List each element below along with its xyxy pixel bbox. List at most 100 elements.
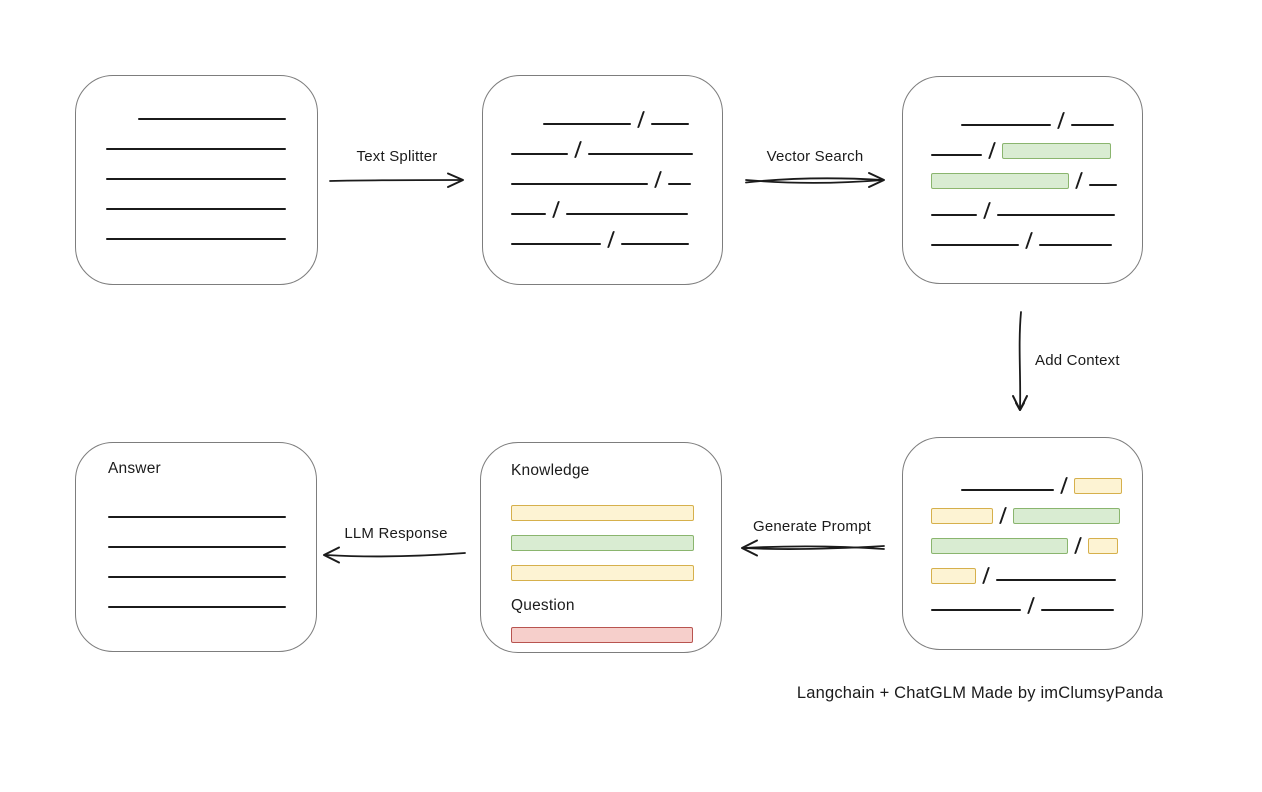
text-line	[1089, 184, 1118, 186]
indent-spacer	[931, 492, 961, 493]
text-row	[931, 493, 1121, 524]
text-row	[931, 188, 1116, 219]
chunk-separator	[1027, 597, 1036, 614]
text-line	[106, 148, 286, 150]
text-line	[588, 153, 694, 155]
text-line	[961, 489, 1054, 491]
text-row	[511, 612, 695, 643]
chunk-separator	[574, 141, 583, 158]
text-row	[931, 523, 1119, 554]
indent-spacer	[931, 127, 961, 128]
indent-spacer	[106, 121, 138, 122]
text-line	[1071, 124, 1115, 126]
yellow-chunk	[931, 568, 976, 584]
chunk-separator	[983, 202, 992, 219]
text-row	[108, 520, 288, 550]
chunk-separator	[1060, 477, 1069, 494]
text-line	[996, 579, 1117, 581]
chunk-separator	[637, 111, 646, 128]
text-line	[566, 213, 689, 215]
text-line	[931, 154, 982, 156]
text-line	[511, 153, 568, 155]
question-label: Question	[511, 597, 575, 614]
text-splitter-label: Text Splitter	[356, 148, 438, 165]
yellow-chunk	[1088, 538, 1119, 554]
text-line	[621, 243, 690, 245]
text-row	[931, 463, 1123, 494]
text-line	[108, 576, 286, 578]
chunk-separator	[1074, 537, 1083, 554]
add-context-label: Add Context	[1035, 352, 1120, 369]
question-bar	[511, 612, 695, 643]
text-row	[931, 128, 1116, 159]
text-line	[931, 609, 1021, 611]
chunk-separator	[607, 231, 616, 248]
yellow-chunk	[1074, 478, 1123, 494]
matched-chunk-lines	[903, 77, 1142, 249]
vector-match-node	[902, 76, 1143, 284]
generate-prompt-arrow	[741, 539, 885, 557]
indent-spacer	[511, 126, 543, 127]
llm-response-label: LLM Response	[344, 525, 448, 542]
text-row	[106, 182, 289, 212]
chunk-separator	[982, 567, 991, 584]
text-line	[931, 244, 1019, 246]
text-row	[106, 92, 289, 122]
text-line	[668, 183, 692, 185]
text-row	[108, 490, 288, 520]
text-row	[106, 122, 289, 152]
knowledge-bars	[511, 490, 695, 581]
yellow-chunk	[511, 505, 694, 521]
chunk-separator	[654, 171, 663, 188]
yellow-chunk	[511, 565, 694, 581]
text-line	[651, 123, 690, 125]
text-row	[511, 187, 694, 218]
text-line	[931, 214, 977, 216]
context-chunk-lines	[903, 438, 1142, 614]
prompt-node: Knowledge Question	[480, 442, 722, 653]
text-row	[511, 550, 695, 581]
chunk-separator	[1057, 112, 1066, 129]
text-row	[931, 158, 1118, 189]
split-chunk-lines	[483, 76, 722, 248]
generate-prompt-label: Generate Prompt	[752, 518, 872, 535]
green-chunk	[1002, 143, 1112, 159]
text-row	[106, 212, 289, 242]
text-row	[511, 157, 694, 188]
text-row	[511, 520, 695, 551]
green-chunk	[931, 538, 1068, 554]
text-row	[108, 550, 288, 580]
text-line	[1039, 244, 1113, 246]
text-row	[511, 127, 694, 158]
chunk-separator	[552, 201, 561, 218]
text-line	[106, 178, 286, 180]
diagram-caption: Langchain + ChatGLM Made by imClumsyPand…	[796, 684, 1164, 702]
chunk-separator	[999, 507, 1008, 524]
text-row	[511, 490, 695, 521]
knowledge-label: Knowledge	[511, 462, 590, 479]
text-line	[108, 606, 286, 608]
add-context-arrow	[1012, 311, 1028, 411]
text-row	[931, 553, 1117, 584]
text-line	[511, 183, 648, 185]
text-line	[106, 238, 286, 240]
text-row	[108, 580, 288, 610]
context-node	[902, 437, 1143, 650]
chunk-separator	[988, 142, 997, 159]
text-line	[511, 243, 601, 245]
yellow-chunk	[931, 508, 993, 524]
chunk-separator	[1025, 232, 1034, 249]
text-splitter-arrow	[329, 172, 464, 188]
answer-lines	[108, 490, 288, 610]
vector-search-arrow	[745, 172, 885, 188]
text-line	[1041, 609, 1115, 611]
text-line	[511, 213, 546, 215]
text-row	[931, 218, 1116, 249]
green-chunk	[931, 173, 1069, 189]
text-row	[511, 217, 694, 248]
text-row	[931, 98, 1116, 129]
text-line	[138, 118, 286, 120]
source-document-node	[75, 75, 318, 285]
text-row	[106, 152, 289, 182]
text-row	[931, 583, 1116, 614]
